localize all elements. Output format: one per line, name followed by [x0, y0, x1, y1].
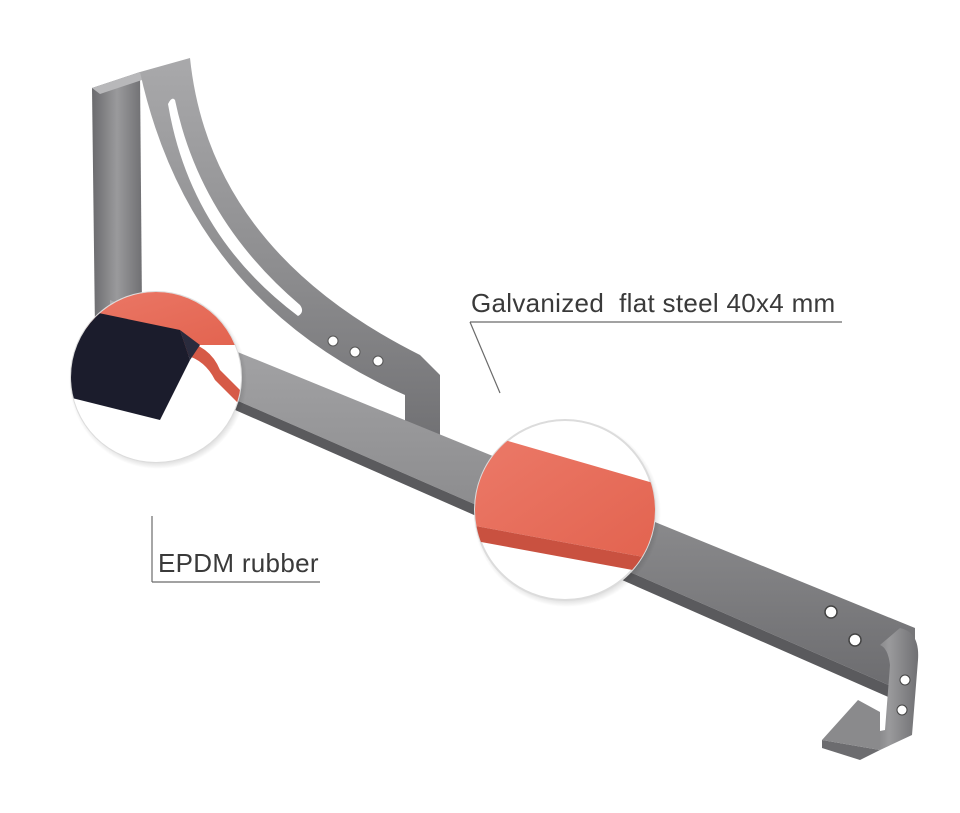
bracket-hook	[822, 628, 919, 760]
coated-steel-surface	[475, 430, 655, 560]
rubber-zoom-circle	[69, 291, 247, 469]
steel-label: Galvanized flat steel 40x4 mm	[471, 288, 836, 318]
steel-zoom-circle	[473, 419, 661, 607]
rubber-leader-line	[151, 516, 320, 583]
rubber-label: EPDM rubber	[158, 548, 319, 578]
rubber-profile	[71, 305, 190, 420]
bracket-vertical-plate	[92, 72, 148, 330]
steel-leader-line	[469, 321, 842, 394]
bracket-curved-strap	[140, 58, 440, 470]
